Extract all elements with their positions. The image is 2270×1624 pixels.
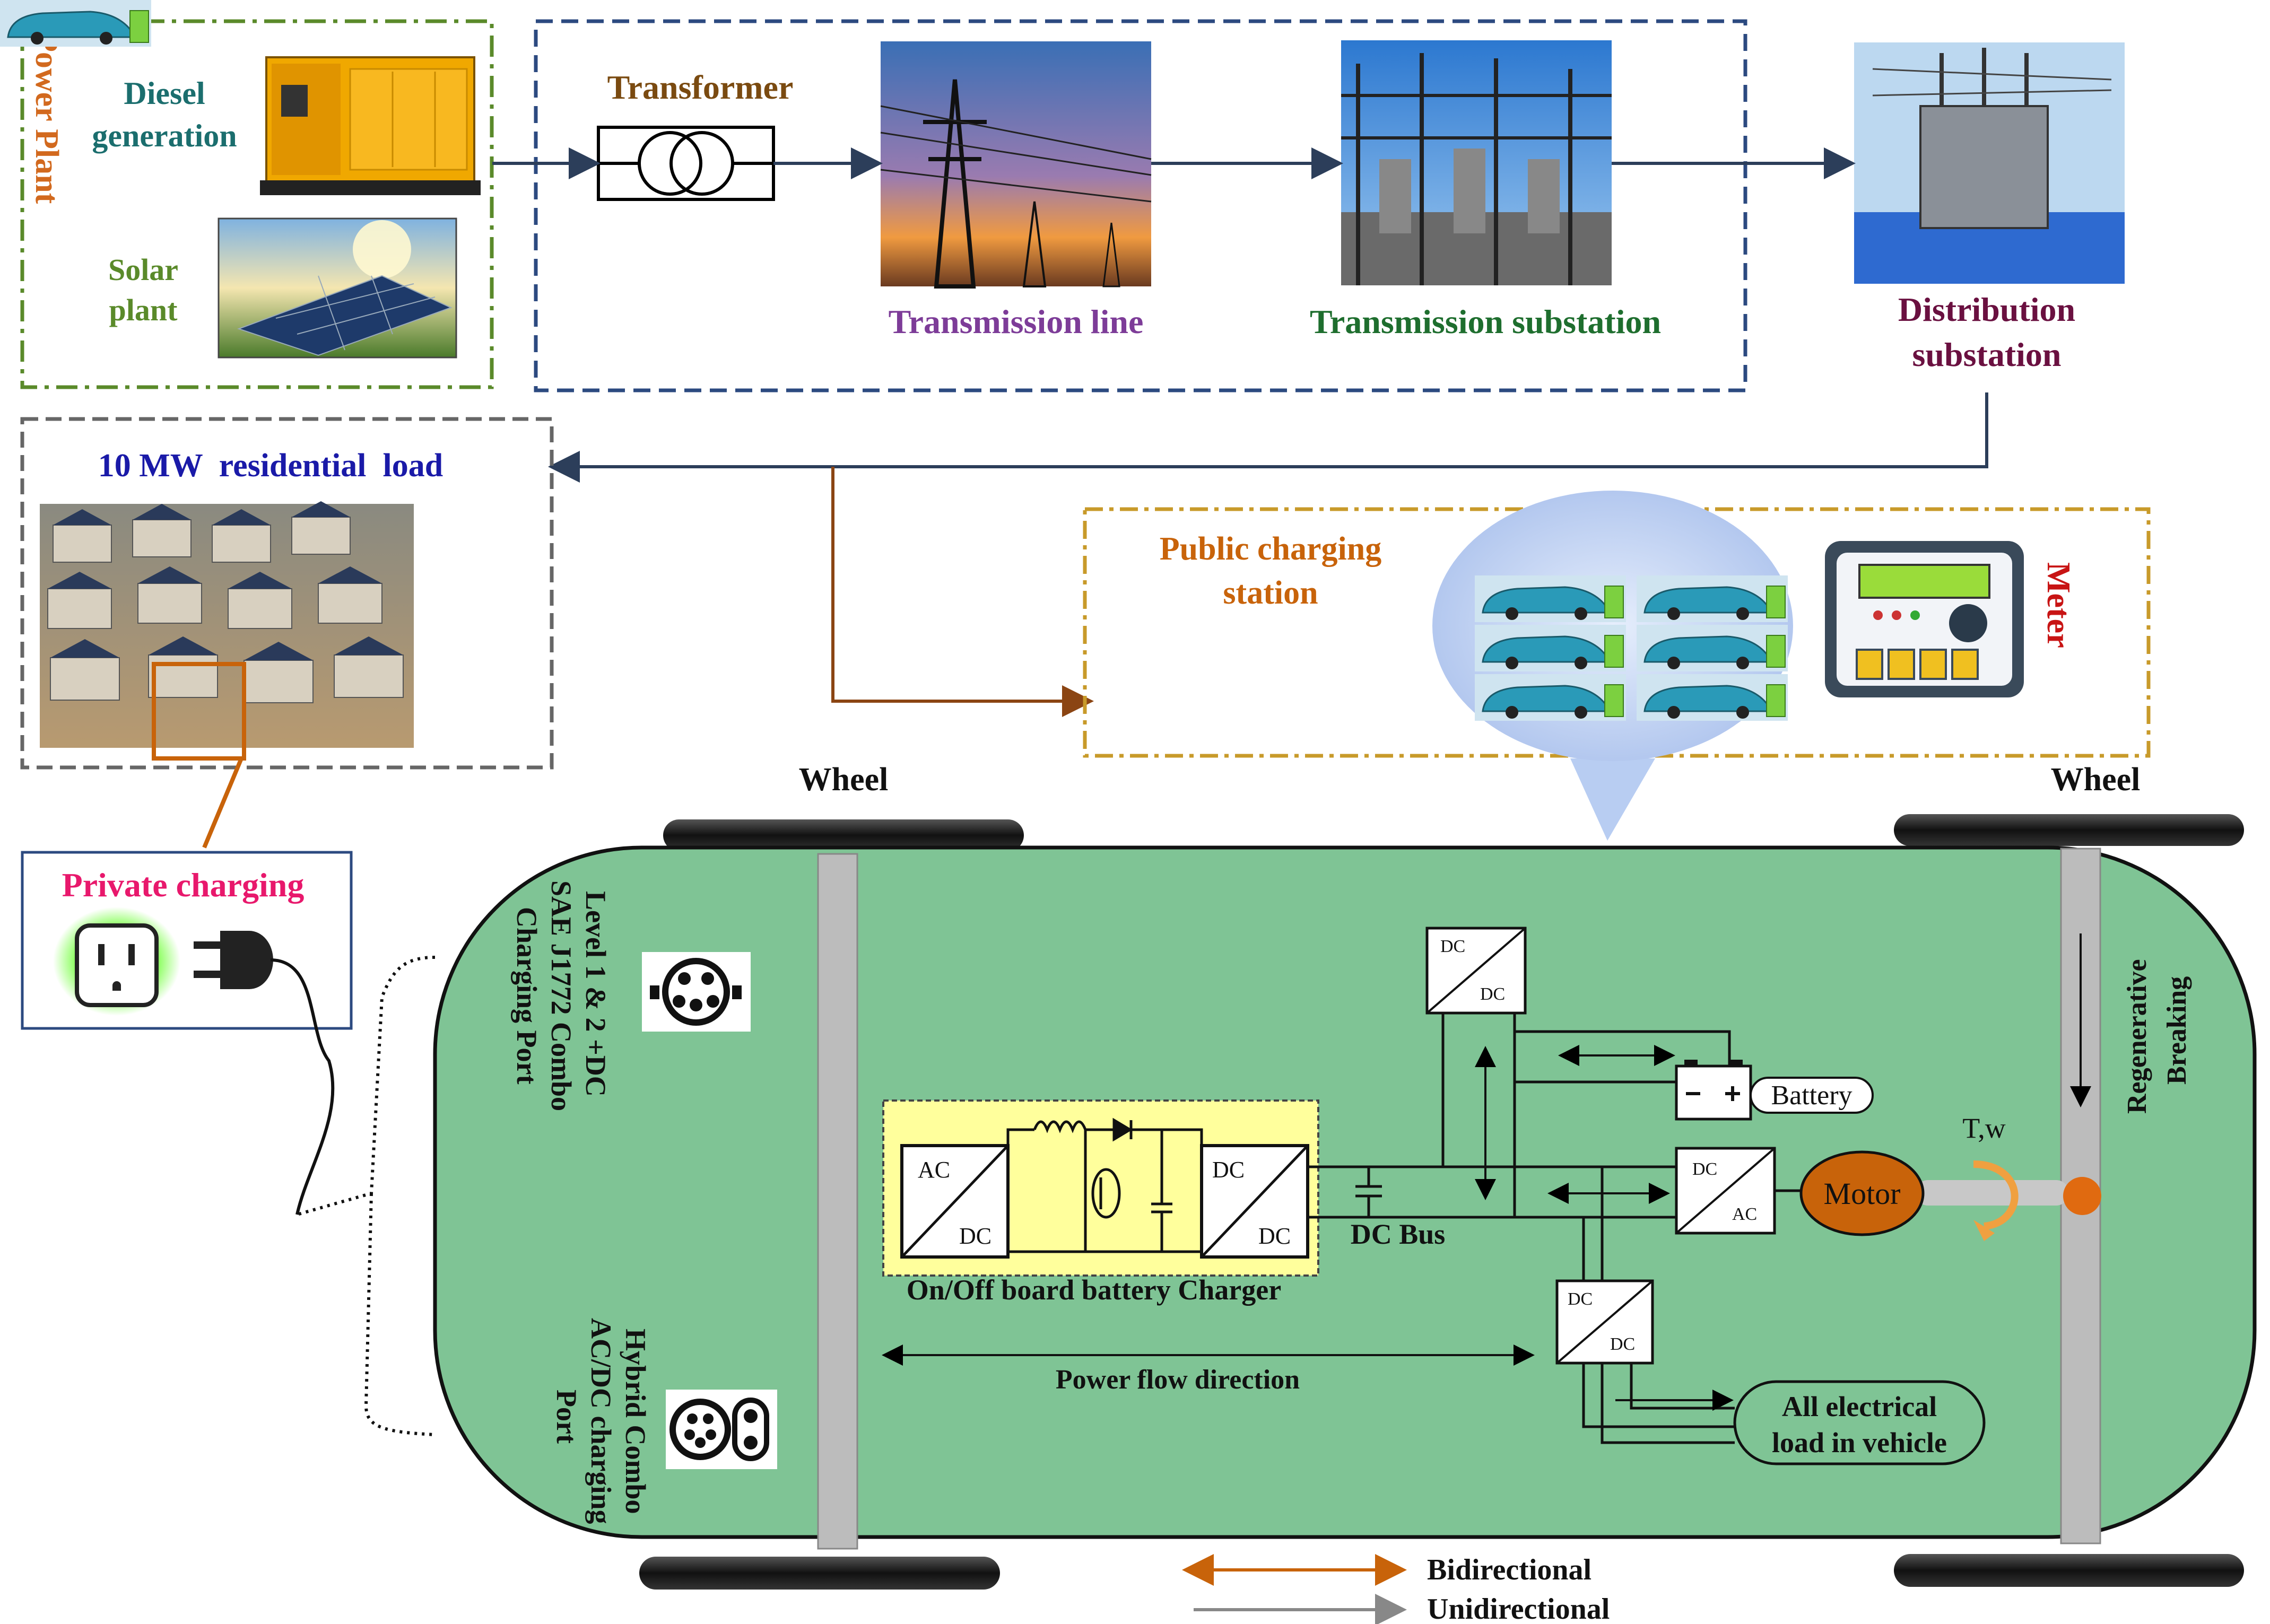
- power-plant-box: [20, 19, 494, 389]
- transmission-substation-image: [1341, 40, 1612, 285]
- rear-axle-hub: [2063, 1177, 2101, 1215]
- svg-text:DC: DC: [1258, 1223, 1291, 1249]
- svg-text:Charging Port: Charging Port: [511, 907, 543, 1084]
- dc-bus-label: DC Bus: [1351, 1218, 1446, 1250]
- svg-text:SAE J1772 Combo: SAE J1772 Combo: [545, 880, 577, 1111]
- transformer-symbol: [597, 126, 775, 201]
- diesel-label-line1: Diesel: [124, 76, 205, 111]
- public-charging-label-line1: Public charging: [1160, 531, 1382, 567]
- svg-text:DC: DC: [1480, 984, 1505, 1004]
- svg-text:Port: Port: [551, 1390, 582, 1444]
- svg-text:DC: DC: [1212, 1157, 1245, 1183]
- power-plant-title: Power Plant: [29, 32, 65, 204]
- port2-text: Hybrid Combo AC/DC charging Port: [551, 1318, 651, 1524]
- legend-bidirectional: Bidirectional: [1427, 1553, 1591, 1586]
- distribution-label-line1: Distribution: [1898, 291, 2075, 328]
- solar-label-line1: Solar: [108, 252, 178, 287]
- svg-text:DC: DC: [1692, 1159, 1717, 1179]
- svg-text:DC: DC: [959, 1223, 992, 1249]
- battery-icon: [1675, 1060, 1874, 1121]
- public-charging-feed: [831, 467, 1094, 717]
- plug-icon: [194, 931, 335, 1215]
- svg-text:DC: DC: [1568, 1289, 1593, 1309]
- all-load-label-line1: All electrical: [1782, 1391, 1937, 1422]
- boost-circuit: [1006, 1117, 1203, 1257]
- wall-outlet-icon: [53, 907, 180, 1016]
- svg-text:Breaking: Breaking: [2162, 976, 2192, 1085]
- transformer-label: Transformer: [607, 68, 794, 106]
- transmission-substation-label: Transmission substation: [1310, 303, 1661, 340]
- motor-shaft: [1915, 1180, 2069, 1206]
- battery-label: Battery: [1771, 1080, 1852, 1111]
- port1-text: Level 1 & 2 +DC SAE J1772 Combo Charging…: [511, 880, 612, 1111]
- combo-port-icon: [666, 1390, 777, 1469]
- svg-text:AC: AC: [1732, 1204, 1757, 1224]
- ev-charging-grid-icon: [0, 0, 1789, 722]
- svg-text:Hybrid Combo: Hybrid Combo: [620, 1329, 651, 1514]
- diesel-generator-image: [260, 56, 481, 195]
- torque-arrow: [1973, 1160, 2019, 1230]
- grid-flow-arrows: [492, 147, 1988, 483]
- public-charging-label-line2: station: [1223, 575, 1318, 611]
- all-load-box: [1733, 1380, 1986, 1465]
- transmission-line-label: Transmission line: [889, 303, 1144, 340]
- dc-ac-converter-motor: DC AC: [1675, 1147, 1776, 1235]
- distribution-substation-image: [1854, 42, 2125, 284]
- motor-icon: [1799, 1150, 1925, 1236]
- dc-dc-converter-battery: DC DC: [1425, 927, 1527, 1015]
- wheels: [639, 814, 2244, 1590]
- meter-icon: [1825, 541, 2024, 697]
- residential-load-box: [20, 417, 554, 770]
- wheel-left-label: Wheel: [799, 762, 889, 798]
- charging-cable-brace: [297, 956, 436, 1436]
- residential-load-label: 10 MW residential load: [98, 448, 443, 484]
- svg-text:Level 1 & 2 +DC: Level 1 & 2 +DC: [580, 891, 612, 1097]
- distribution-label-line2: substation: [1912, 336, 2062, 373]
- motor-label: Motor: [1824, 1176, 1901, 1211]
- legend-unidirectional: Unidirectional: [1427, 1593, 1610, 1624]
- internal-flow-arrows: [882, 933, 2091, 1411]
- private-charging-label: Private charging: [62, 866, 305, 904]
- transmission-line-image: [880, 41, 1152, 289]
- ac-dc-converter: AC DC: [900, 1144, 1010, 1259]
- wheel-right-label: Wheel: [2051, 762, 2141, 798]
- all-load-label-line2: load in vehicle: [1772, 1427, 1947, 1459]
- dc-dc-converter-load: DC DC: [1555, 1279, 1654, 1365]
- house-to-private-link: [202, 757, 243, 849]
- svg-text:DC: DC: [1440, 937, 1465, 956]
- svg-text:Regenerative: Regenerative: [2122, 959, 2152, 1114]
- meter-label: Meter: [2040, 562, 2076, 648]
- dc-dc-converter-charger: DC DC: [1200, 1144, 1309, 1259]
- legend: Bidirectional Unidirectional: [1182, 1553, 1610, 1624]
- svg-text:DC: DC: [1610, 1334, 1635, 1354]
- charger-label: On/Off board battery Charger: [907, 1274, 1281, 1306]
- diesel-label-line2: generation: [92, 118, 237, 153]
- j1772-port-icon: [642, 952, 751, 1032]
- front-axle: [817, 853, 858, 1550]
- svg-text:AC/DC charging: AC/DC charging: [585, 1318, 617, 1524]
- residential-houses-image: [40, 501, 414, 761]
- torque-label: T,w: [1962, 1112, 2005, 1144]
- svg-text:AC: AC: [918, 1157, 950, 1183]
- power-flow-label: Power flow direction: [1056, 1365, 1300, 1395]
- regen-text: Regenerative Breaking: [2122, 959, 2192, 1114]
- solar-plant-image: [218, 217, 457, 359]
- solar-label-line2: plant: [109, 293, 178, 327]
